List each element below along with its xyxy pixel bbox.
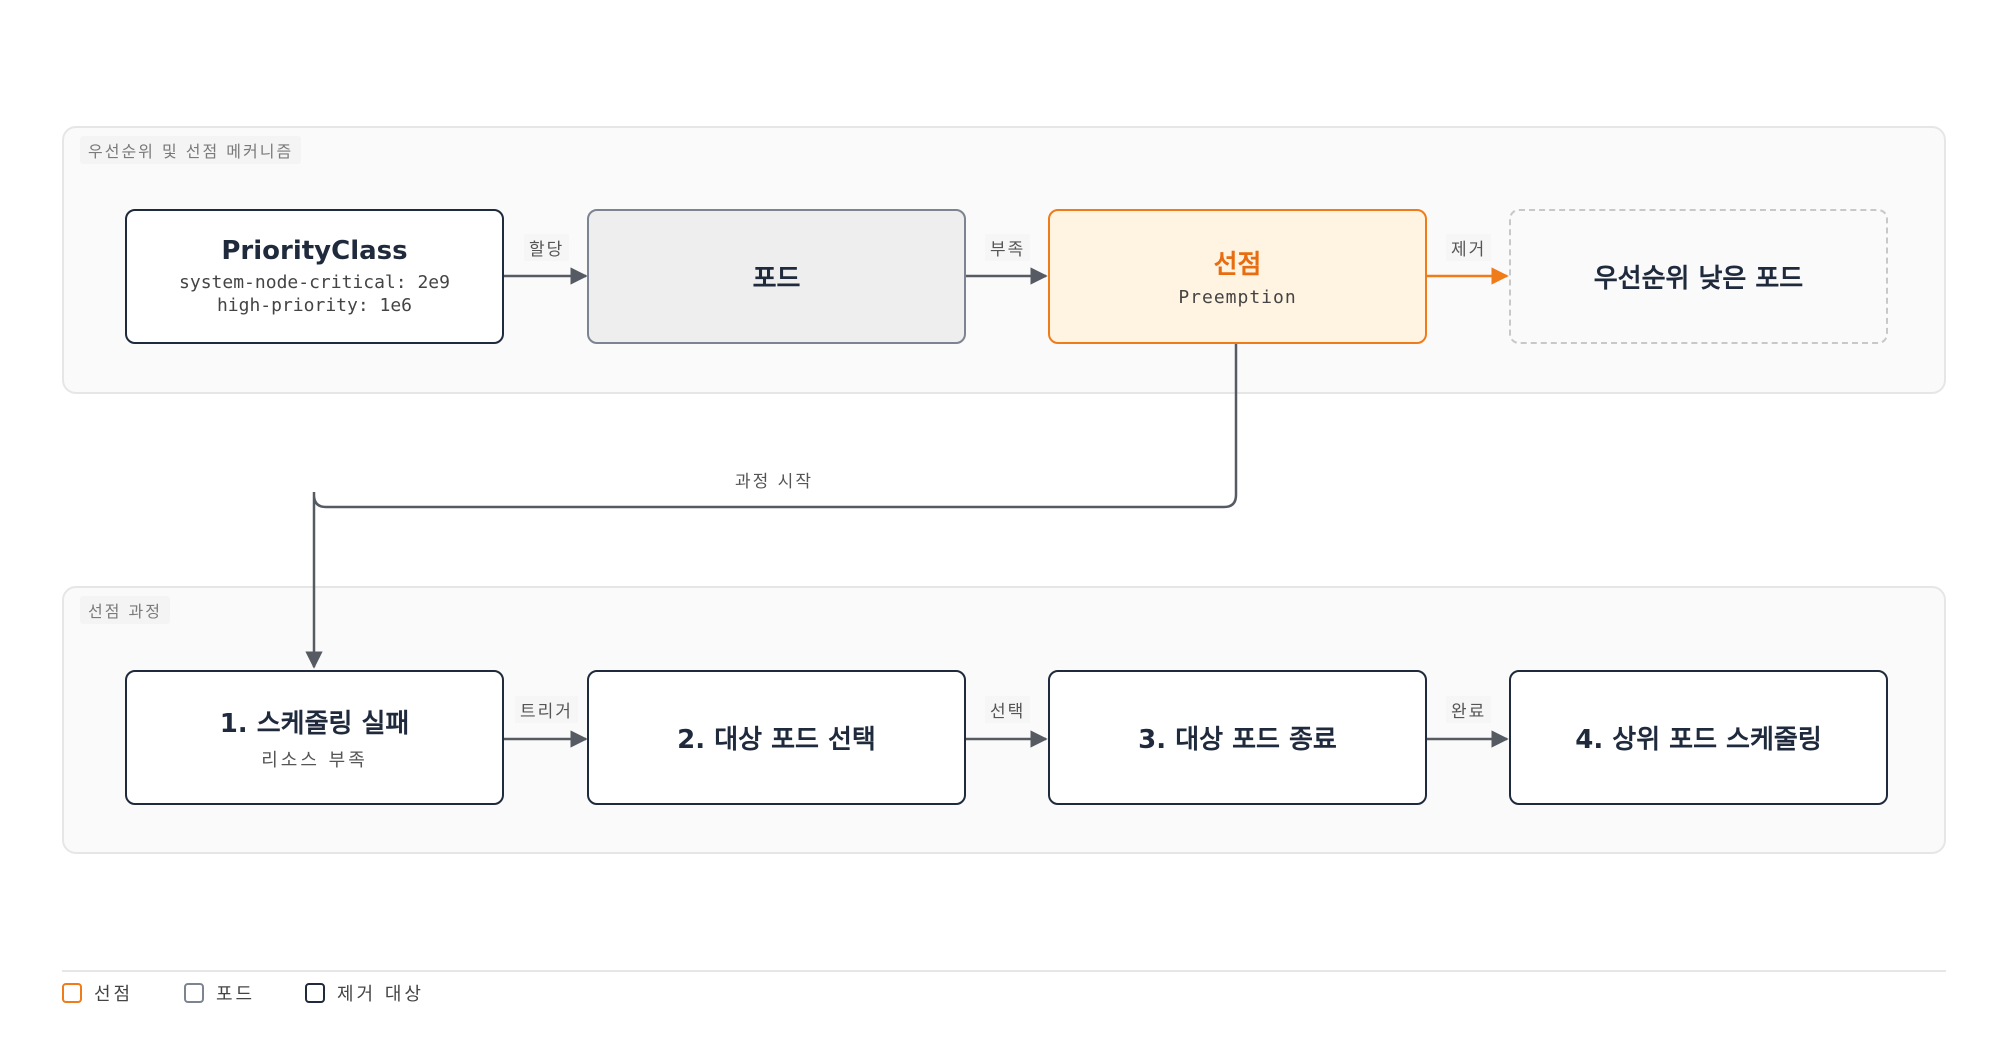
legend-label: 제거 대상 — [337, 984, 424, 1005]
legend-swatch — [62, 983, 82, 1003]
node-step-4: 4. 상위 포드 스케줄링 — [1509, 670, 1888, 805]
edge-label-trigger: 트리거 — [515, 696, 578, 723]
legend-label: 포드 — [216, 984, 256, 1005]
node-title: 우선순위 낮은 포드 — [1593, 264, 1804, 294]
node-detail: system-node-critical: 2e9 high-priority:… — [179, 272, 450, 317]
edge-label-start-process: 과정 시작 — [735, 472, 813, 492]
legend-label: 선점 — [94, 984, 134, 1005]
edge-label-complete: 완료 — [1446, 696, 1492, 723]
node-title: 선점 — [1213, 249, 1262, 280]
edge-label-shortage: 부족 — [985, 234, 1031, 261]
legend-swatch — [184, 983, 204, 1003]
priority-line-1: system-node-critical: 2e9 — [179, 272, 450, 293]
legend-item-removal: 제거 대상 — [305, 980, 424, 1006]
group-label: 우선순위 및 선점 메커니즘 — [80, 136, 302, 164]
legend-divider — [62, 970, 1946, 972]
priority-line-2: high-priority: 1e6 — [216, 294, 413, 316]
node-step-2: 2. 대상 포드 선택 — [587, 670, 966, 805]
group-label: 선점 과정 — [80, 596, 170, 624]
edge-label-remove: 제거 — [1446, 234, 1492, 261]
edge-label-select: 선택 — [985, 696, 1031, 723]
edge-start-process — [305, 343, 1238, 669]
node-pod: 포드 — [587, 209, 966, 344]
legend-swatch — [305, 983, 325, 1003]
node-step-3: 3. 대상 포드 종료 — [1048, 670, 1427, 805]
node-title: 포드 — [752, 264, 801, 294]
node-title: 4. 상위 포드 스케줄링 — [1575, 725, 1822, 755]
node-priority-class: PriorityClass system-node-critical: 2e9 … — [125, 209, 504, 344]
node-subtitle: 리소스 부족 — [261, 750, 368, 771]
edge-label-assign: 할당 — [524, 234, 570, 261]
node-title: 2. 대상 포드 선택 — [677, 725, 876, 755]
node-subtitle: Preemption — [1178, 286, 1297, 308]
node-title: 1. 스케줄링 실패 — [219, 709, 410, 739]
node-preemption: 선점 Preemption — [1048, 209, 1427, 344]
legend-item-preemption: 선점 — [62, 980, 133, 1006]
node-title: PriorityClass — [221, 236, 408, 266]
node-title: 3. 대상 포드 종료 — [1138, 725, 1337, 755]
legend-item-pod: 포드 — [184, 980, 255, 1006]
node-step-1: 1. 스케줄링 실패 리소스 부족 — [125, 670, 504, 805]
node-low-priority-pod: 우선순위 낮은 포드 — [1509, 209, 1888, 344]
